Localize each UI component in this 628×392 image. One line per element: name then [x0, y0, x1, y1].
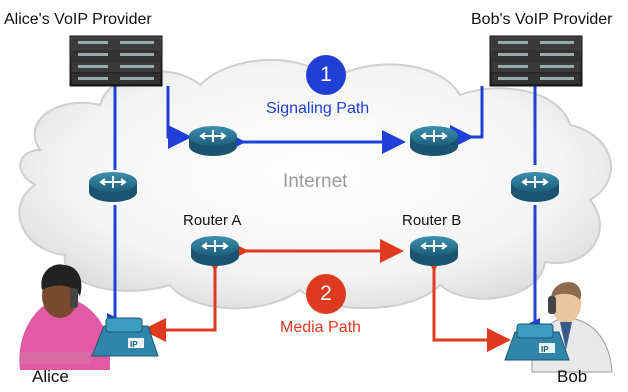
alice-provider-label: Alice's VoIP Provider [4, 11, 152, 28]
router-a-icon [191, 236, 239, 266]
alice-label: Alice [32, 367, 69, 386]
signaling-router-right-icon [410, 126, 458, 156]
bob-ip-phone-icon: IP [504, 323, 570, 361]
router-b-to-bob-phone-line [422, 248, 511, 352]
media-path-lines [142, 239, 511, 352]
signaling-path-label: Signaling Path [266, 100, 370, 117]
alice-provider-to-router-line [166, 86, 192, 149]
bob-label: Bob [557, 367, 588, 386]
alice-ip-phone-icon: IP [91, 317, 159, 357]
bob-edge-router-icon [511, 172, 559, 202]
router-b-label: Router B [402, 212, 462, 229]
signaling-path-number-badge: 1 [306, 55, 346, 95]
svg-text:IP: IP [130, 340, 138, 349]
alice-edge-router-icon [89, 172, 137, 202]
svg-text:IP: IP [541, 345, 549, 354]
router-b-icon [410, 236, 458, 266]
media-path-number-badge: 2 [306, 274, 346, 314]
internet-label: Internet [283, 171, 348, 192]
router-a-to-alice-phone-line [142, 248, 227, 342]
bob-provider-label: Bob's VoIP Provider [471, 11, 613, 28]
bob-router-to-provider-line [450, 86, 484, 149]
signaling-router-left-icon [189, 126, 237, 156]
bob-provider-server-rack-icon [489, 35, 583, 87]
media-path-label: Media Path [280, 319, 361, 336]
router-a-label: Router A [183, 212, 242, 229]
alice-person-on-phone-icon [19, 264, 110, 370]
alice-provider-server-rack-icon [69, 35, 163, 87]
